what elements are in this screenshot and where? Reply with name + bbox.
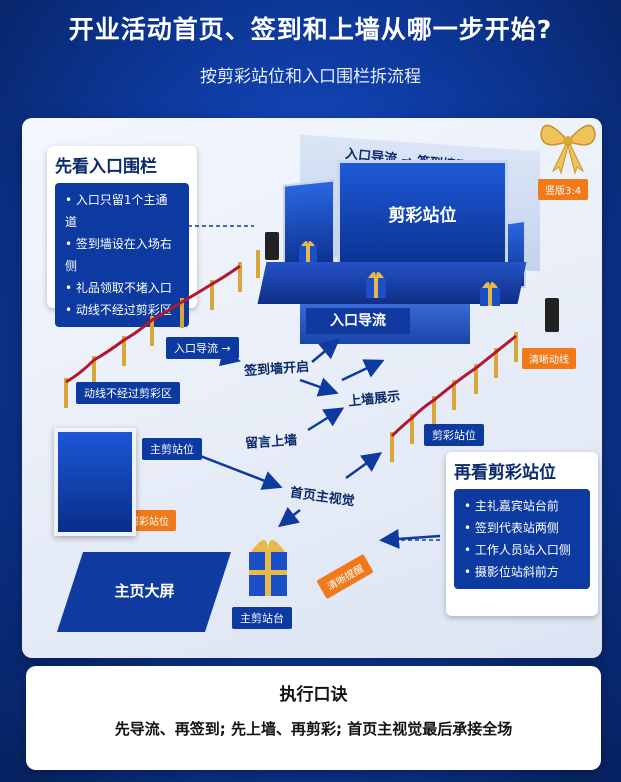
- main-screen-carpet: 主页大屏: [57, 552, 231, 632]
- gift-box-main: [249, 540, 287, 596]
- clear-line-tag: 清晰动线: [522, 348, 576, 369]
- entry-banner: 入口导流: [306, 308, 410, 334]
- no-ribbon-tag: 动线不经过剪彩区: [76, 382, 180, 404]
- list-item: 签到墙设在入场右侧: [65, 233, 179, 277]
- main-stage-tag: 主剪站台: [232, 607, 292, 629]
- ribbon-position-list: 主礼嘉宾站台前 签到代表站两侧 工作人员站入口侧 摄影位站斜前方: [454, 489, 590, 589]
- list-item: 入口只留1个主通道: [65, 189, 179, 233]
- list-item: 工作人员站入口侧: [464, 539, 580, 561]
- page-title: 开业活动首页、签到和上墙从哪一步开始?: [68, 15, 553, 44]
- flow-main-station-tag: 主剪站位: [142, 438, 202, 460]
- execution-tips-heading: 执行口诀: [279, 685, 348, 705]
- execution-tips-box: 执行口诀 先导流、再签到; 先上墙、再剪彩; 首页主视觉最后承接全场: [26, 666, 601, 770]
- flow-entry-tag: 入口导流 →: [166, 337, 239, 359]
- flow-message-label: 留言上墙: [244, 433, 298, 452]
- stage-main-screen: 剪彩站位: [337, 160, 508, 274]
- entry-fence-list: 入口只留1个主通道 签到墙设在入场右侧 礼品领取不堵入口 动线不经过剪彩区: [55, 183, 189, 327]
- list-item: 主礼嘉宾站台前: [464, 495, 580, 517]
- speaker-left: [265, 232, 279, 260]
- ratio-tag: 竖版3:4: [538, 179, 589, 200]
- gift-box-stage-center: [366, 272, 386, 298]
- stage-screen-label: 剪彩站位: [388, 206, 457, 226]
- entry-fence-panel: 先看入口围栏 入口只留1个主通道 签到墙设在入场右侧 礼品领取不堵入口 动线不经…: [47, 146, 197, 327]
- ribbon-position-panel: 再看剪彩站位 主礼嘉宾站台前 签到代表站两侧 工作人员站入口侧 摄影位站斜前方: [446, 452, 598, 616]
- cut-position-right-tag: 剪彩站位: [424, 424, 484, 446]
- list-item: 摄影位站斜前方: [464, 561, 580, 583]
- list-item: 礼品领取不堵入口: [65, 277, 179, 299]
- list-item: 签到代表站两侧: [464, 517, 580, 539]
- list-item: 动线不经过剪彩区: [65, 299, 179, 321]
- page-subtitle: 按剪彩站位和入口围栏拆流程: [200, 67, 421, 87]
- gift-box-stage-left: [299, 241, 317, 262]
- speaker-right: [545, 298, 559, 332]
- ribbon-position-title: 再看剪彩站位: [454, 463, 556, 483]
- execution-tips-text: 先导流、再签到; 先上墙、再剪彩; 首页主视觉最后承接全场: [114, 720, 513, 738]
- main-screen-label: 主页大屏: [114, 582, 175, 600]
- gift-box-stage-right: [480, 282, 500, 306]
- left-display-screen: [54, 428, 136, 536]
- ribbon-bow-icon: [540, 124, 596, 175]
- entry-fence-title: 先看入口围栏: [55, 157, 157, 177]
